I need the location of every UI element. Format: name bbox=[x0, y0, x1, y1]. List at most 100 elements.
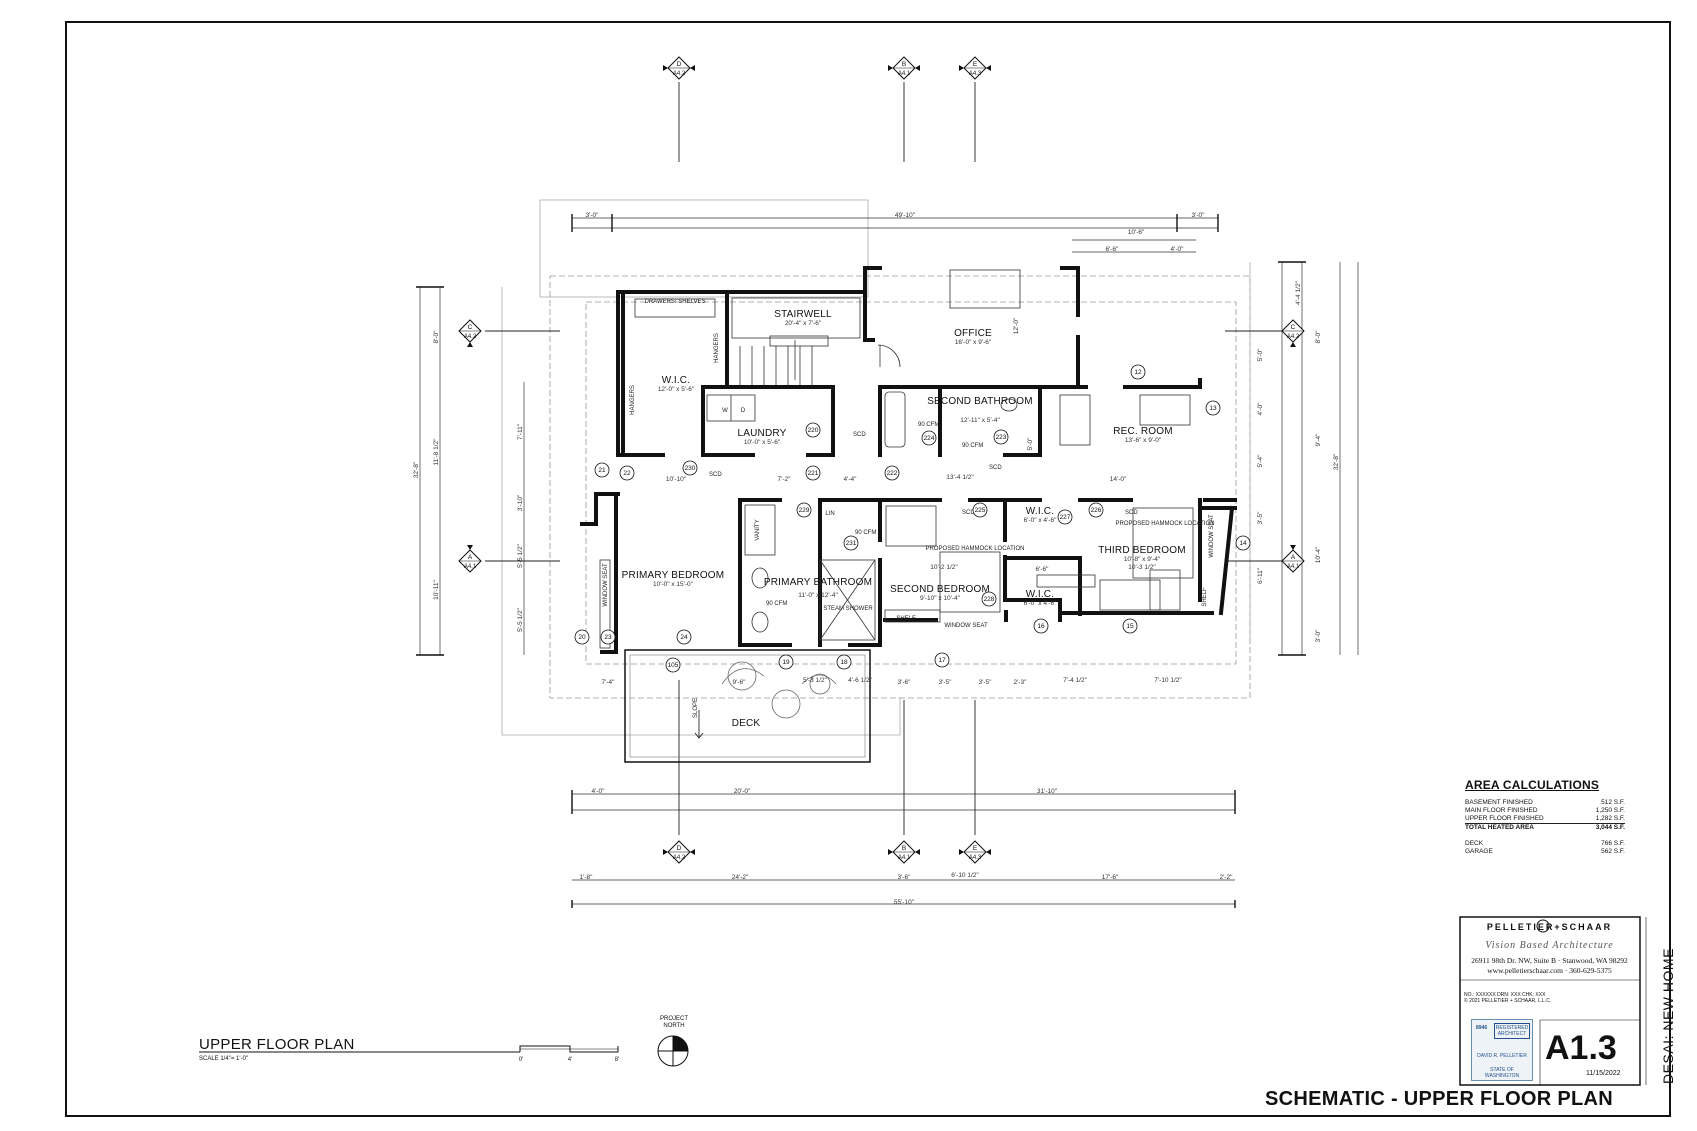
dim-text: 3'-5" bbox=[1257, 511, 1264, 525]
area-total-value: 3,044 S.F. bbox=[1595, 824, 1625, 831]
dim-text: 4'-4 1/2" bbox=[1295, 280, 1302, 304]
dim-text: 3'-10" bbox=[517, 494, 524, 511]
firm-tagline: Vision Based Architecture bbox=[1485, 940, 1614, 951]
dim-text: 32'-8" bbox=[413, 461, 420, 478]
dim-text: 20'-0" bbox=[734, 788, 751, 795]
dim-text: 3'-5" bbox=[939, 679, 953, 686]
section-cut-lines bbox=[485, 82, 1282, 835]
section-sheet: A4.1 bbox=[898, 71, 911, 77]
room-tag: 105 bbox=[668, 662, 679, 669]
room-tag: 220 bbox=[808, 427, 819, 434]
area-value: 1,250 S.F. bbox=[1595, 807, 1625, 814]
dim-text: 2'-3" bbox=[1014, 679, 1028, 686]
drawing-info: NO.: XXXXXX DRN: XXX CHK: XXX © 2021 PEL… bbox=[1464, 992, 1551, 1004]
dim-text: 24'-2" bbox=[732, 874, 749, 881]
dim-text: 8'-0" bbox=[433, 330, 440, 344]
lin-label: LIN bbox=[825, 511, 834, 517]
dim-text: 10'-11" bbox=[433, 579, 440, 599]
dim-text: 4'-6 1/2" bbox=[848, 677, 872, 684]
dim-text: 7'-4 1/2" bbox=[1063, 677, 1087, 684]
dim-text: 5'-5 1/2" bbox=[517, 607, 524, 631]
room-name-wic-a: W.I.C. bbox=[1026, 506, 1054, 517]
window-seat-label-right: WINDOW SEAT bbox=[1209, 514, 1215, 558]
room-tag: 226 bbox=[1091, 507, 1102, 514]
section-sheet: A4.2 bbox=[464, 334, 477, 340]
room-size-second-bath: 12'-11" x 5'-4" bbox=[960, 417, 1000, 424]
room-size-wic-b: 6'-0" x 4'-6" bbox=[1024, 600, 1057, 607]
dim-text: 3'-0" bbox=[1192, 212, 1206, 219]
dim-text: 32'-8" bbox=[1333, 453, 1340, 470]
dim-text: 13'-4 1/2" bbox=[946, 474, 974, 481]
dim-text: 4'-0" bbox=[1257, 402, 1264, 416]
firm-name: PELLETIER+SCHAAR bbox=[1486, 922, 1613, 932]
area-label: DECK bbox=[1465, 840, 1484, 847]
dim-text: 2'-2" bbox=[1220, 874, 1234, 881]
area-row: MAIN FLOOR FINISHED 1,250 S.F. bbox=[1465, 807, 1625, 815]
dim-text: 5'-0" bbox=[1257, 348, 1264, 362]
dimension-lines bbox=[416, 214, 1359, 908]
dim-text: 9'-4" bbox=[1315, 433, 1322, 447]
sheet-date: 11/15/2022 bbox=[1586, 1070, 1621, 1077]
project-name-vertical: DESAI: NEW HOME bbox=[1656, 948, 1676, 1088]
section-letter: B bbox=[902, 61, 906, 68]
room-tag: 18 bbox=[840, 659, 848, 666]
section-sheet: A4.2 bbox=[673, 855, 686, 861]
room-labels: STAIRWELL 20'-4" x 7'-6" OFFICE 16'-0" x… bbox=[622, 309, 1186, 729]
dim-text: 6'-6" bbox=[1036, 566, 1050, 573]
dim-text: 7'-10 1/2" bbox=[1154, 677, 1182, 684]
dim-text: 14'-0" bbox=[1110, 476, 1127, 483]
section-marker-d-bottom: D A4.2 bbox=[663, 840, 695, 864]
stamp-registered: REGISTERED ARCHITECT bbox=[1494, 1023, 1530, 1039]
area-total-label: TOTAL HEATED AREA bbox=[1465, 824, 1534, 831]
room-tag: 231 bbox=[846, 540, 857, 547]
room-name-third-bed: THIRD BEDROOM bbox=[1098, 545, 1186, 556]
section-sheet: A4.1 bbox=[464, 564, 477, 570]
room-size-laundry: 10'-0" x 5'-6" bbox=[744, 439, 781, 446]
washer-label: W bbox=[722, 408, 728, 414]
room-tag: 228 bbox=[984, 596, 995, 603]
room-name-office: OFFICE bbox=[954, 328, 992, 339]
scd-label: SCD bbox=[1125, 510, 1138, 516]
scd-label: SCD bbox=[853, 432, 866, 438]
scd-label: SCD bbox=[989, 465, 1002, 471]
sheet-border bbox=[65, 21, 1671, 1117]
room-name-primary-bath: PRIMARY BATHROOM bbox=[764, 577, 872, 588]
north-label: PROJECT NORTH bbox=[659, 1016, 688, 1029]
dim-text: 9'-6" bbox=[733, 679, 747, 686]
scd-label: SCD bbox=[709, 472, 722, 478]
section-marker-a-right: A A4.1 bbox=[1281, 545, 1305, 573]
scale-bar: 0' 4' 8' bbox=[199, 1045, 619, 1063]
dim-text: 8'-0" bbox=[1315, 330, 1322, 344]
section-marker-e-bottom: E A4.3 bbox=[959, 840, 991, 864]
firm-web: www.pelletierschaar.com · 360-629-5375 bbox=[1487, 966, 1612, 975]
north-arrow-icon bbox=[657, 1035, 689, 1067]
section-marker-c-left: C A4.2 bbox=[458, 319, 482, 347]
section-letter: A bbox=[1291, 554, 1296, 561]
room-tag: 14 bbox=[1239, 540, 1247, 547]
room-size-wic-primary: 12'-0" x 5'-6" bbox=[658, 386, 695, 393]
shelf-label-right: SHELF bbox=[1202, 587, 1208, 607]
section-sheet: A4.2 bbox=[1287, 334, 1300, 340]
area-value: 512 S.F. bbox=[1601, 799, 1625, 806]
dim-text: 11'-8 1/2" bbox=[433, 438, 440, 466]
stamp-state: STATE OF WASHINGTON bbox=[1484, 1067, 1520, 1079]
dim-text: 3'-0" bbox=[586, 212, 600, 219]
drawers-label: DRAWERS/ SHELVES bbox=[644, 299, 705, 305]
dryer-label: D bbox=[741, 408, 746, 414]
room-tag: 21 bbox=[598, 467, 606, 474]
area-calc-table: BASEMENT FINISHED 512 S.F. MAIN FLOOR FI… bbox=[1465, 799, 1625, 856]
room-name-wic-primary: W.I.C. bbox=[662, 375, 690, 386]
section-sheet: A4.1 bbox=[1287, 564, 1300, 570]
dim-text: 31'-10" bbox=[1037, 788, 1058, 795]
room-tag: 15 bbox=[1126, 623, 1134, 630]
copyright: © 2021 PELLETIER + SCHAAR, L.L.C. bbox=[1464, 998, 1552, 1004]
section-letter: E bbox=[973, 61, 978, 68]
dim-text: 4'-4" bbox=[844, 476, 858, 483]
stamp-name: DAVID R. PELLETIER bbox=[1477, 1053, 1527, 1059]
lower-floor-outline bbox=[549, 275, 1251, 699]
area-label: UPPER FLOOR FINISHED bbox=[1465, 815, 1544, 822]
room-tags: 21 22 230 221 222 220 224 223 12 13 229 … bbox=[574, 364, 1251, 673]
steam-shower-label: STEAM SHOWER bbox=[823, 606, 873, 612]
room-size-primary-bath: 11'-0" x 12'-4" bbox=[798, 592, 838, 599]
roof-outline bbox=[501, 199, 1251, 736]
